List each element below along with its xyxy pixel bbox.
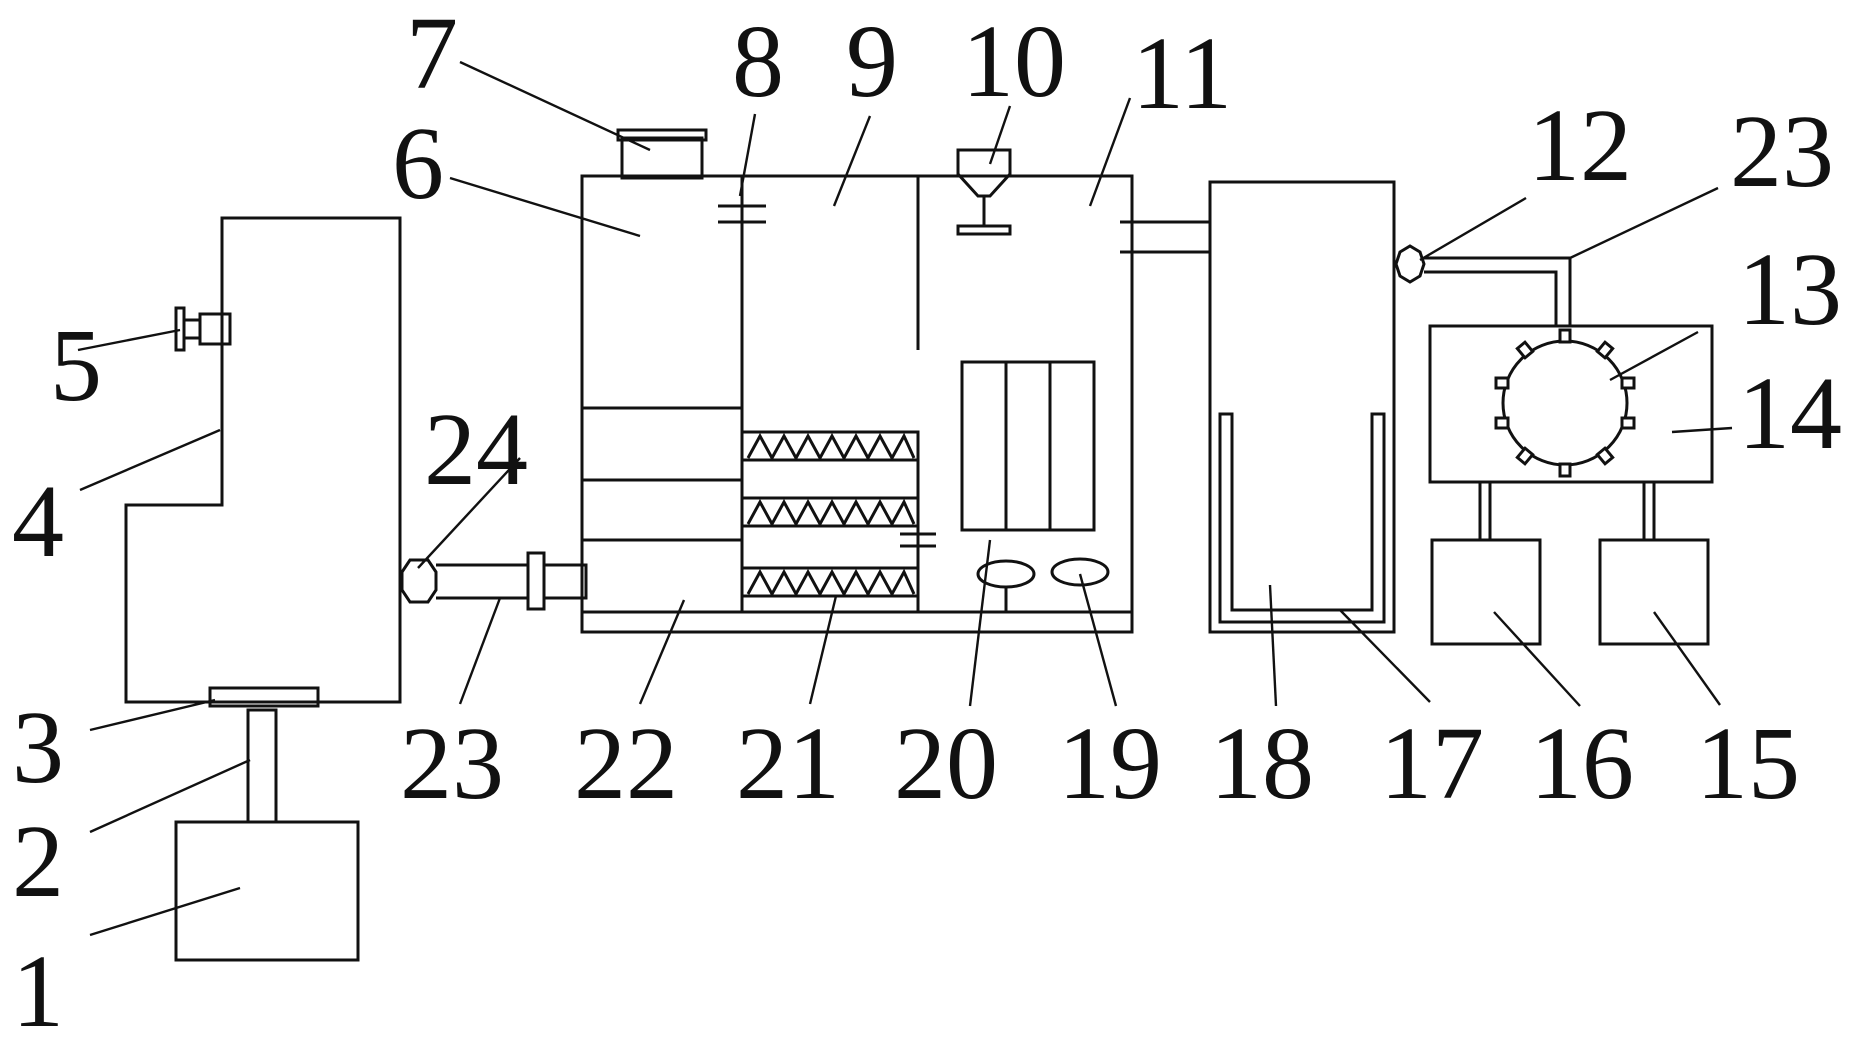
part-15-box	[1598, 538, 1710, 646]
label-15: 15	[1696, 706, 1800, 821]
number-labels: 1 2 3 4 5 6 7 8 9 10 11 12 23 13 14 15 1…	[12, 0, 1842, 1038]
label-5: 5	[50, 308, 102, 423]
label-12: 12	[1528, 88, 1632, 203]
part-13-drum	[1494, 328, 1636, 478]
label-23-bottom: 23	[400, 706, 504, 821]
label-10: 10	[962, 4, 1066, 119]
label-20: 20	[894, 706, 998, 821]
label-23-top: 23	[1730, 94, 1834, 209]
reactor-shell	[580, 174, 1134, 634]
part-19-diffuser	[1050, 557, 1110, 587]
part-18-tank	[1208, 180, 1396, 634]
label-18: 18	[1210, 706, 1314, 821]
label-19: 19	[1058, 706, 1162, 821]
label-13: 13	[1738, 232, 1842, 347]
part-24-joint	[400, 558, 438, 604]
label-7: 7	[406, 0, 458, 111]
part-1-base	[174, 820, 360, 962]
part-20-diffuser	[976, 559, 1036, 612]
label-2: 2	[12, 804, 64, 919]
label-22: 22	[574, 706, 678, 821]
label-14: 14	[1738, 356, 1842, 471]
part-7-vent	[616, 128, 708, 180]
part-21-filter-coils	[740, 430, 920, 598]
part-17-liner	[1218, 412, 1386, 624]
part-14-housing	[1428, 324, 1714, 484]
part-4-tank	[124, 216, 402, 704]
part-2-column	[246, 708, 278, 824]
label-8: 8	[732, 4, 784, 119]
label-24: 24	[424, 392, 528, 507]
part-8-divider-valve	[718, 176, 766, 612]
leader-lines	[77, 60, 1733, 937]
label-4: 4	[12, 464, 64, 579]
part-12-valve	[1394, 244, 1426, 284]
part-10-hopper	[956, 148, 1012, 236]
label-11: 11	[1132, 16, 1232, 131]
part-3-plate	[208, 686, 320, 708]
label-16: 16	[1530, 706, 1634, 821]
label-6: 6	[392, 106, 444, 221]
label-17: 17	[1380, 706, 1484, 821]
label-1: 1	[12, 934, 64, 1038]
part-6-chamber-shelves	[582, 406, 742, 542]
label-9: 9	[846, 4, 898, 119]
label-21: 21	[736, 706, 840, 821]
connector-11-18	[1120, 220, 1210, 254]
supports-16-15	[1478, 482, 1656, 540]
part-16-box	[1430, 538, 1542, 646]
label-3: 3	[12, 690, 64, 805]
part-20-electrode-plates	[960, 360, 1096, 532]
part-23-pipe-left	[436, 551, 588, 611]
part-5-valve	[174, 306, 232, 352]
part-23-pipe-right	[1424, 256, 1572, 326]
